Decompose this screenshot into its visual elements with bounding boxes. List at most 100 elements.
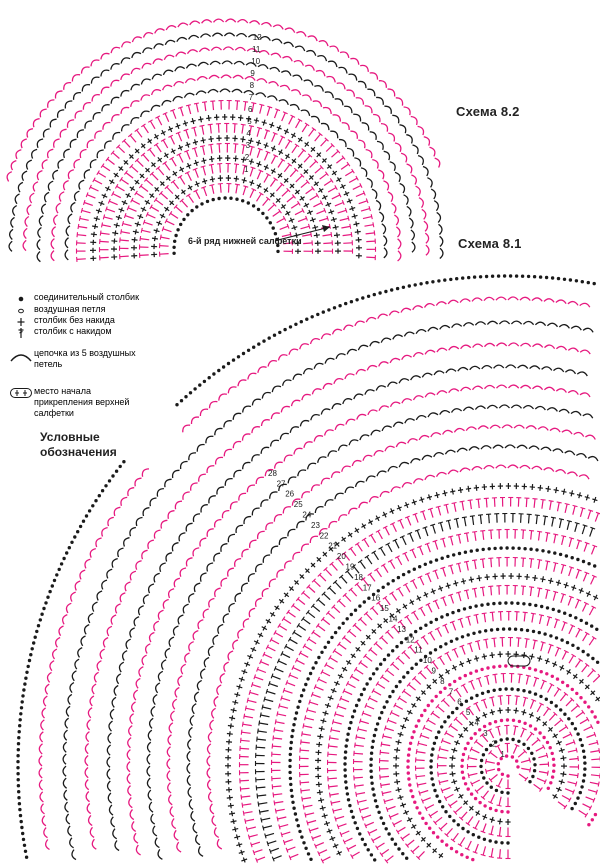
chain-stitch-mark [179, 222, 183, 227]
chain-stitch-mark [193, 387, 197, 391]
double-crochet-top [345, 569, 350, 574]
double-crochet-top [323, 207, 327, 213]
chain-arc-mark [222, 46, 234, 51]
chain-stitch-mark [84, 514, 89, 518]
chain-stitch-mark [583, 700, 587, 704]
double-crochet-mark [465, 561, 469, 571]
double-crochet-top [385, 806, 389, 812]
double-crochet-top [321, 591, 326, 596]
double-crochet-top [185, 104, 191, 107]
chain-stitch-mark [289, 788, 294, 793]
chain-stitch-mark [415, 806, 419, 810]
chain-arc-mark [534, 321, 547, 327]
double-crochet-top [491, 637, 497, 640]
double-crochet-mark [211, 184, 215, 194]
double-crochet-mark [415, 759, 425, 762]
double-crochet-mark [423, 726, 433, 732]
double-crochet-top [273, 665, 277, 671]
chain-arc-mark [570, 325, 582, 331]
attach-start-mark [507, 655, 531, 667]
chain-arc-mark [540, 446, 552, 452]
double-crochet-mark [270, 155, 277, 164]
double-crochet-top [202, 101, 208, 103]
double-crochet-mark [463, 517, 467, 527]
double-crochet-mark [262, 198, 269, 206]
double-crochet-mark [267, 840, 277, 845]
double-crochet-mark [338, 600, 346, 608]
chain-arc-mark [84, 742, 90, 755]
chain-stitch-mark [419, 658, 423, 662]
chain-stitch-mark [406, 753, 411, 757]
double-crochet-mark [112, 152, 120, 159]
chain-arc-mark [219, 88, 231, 93]
double-crochet-mark [499, 849, 501, 859]
chain-arc-mark [480, 445, 492, 450]
chain-stitch-mark [469, 671, 473, 675]
double-crochet-top [82, 199, 86, 206]
single-crochet-bar [438, 853, 444, 858]
chain-stitch-mark [516, 601, 520, 605]
double-crochet-top [396, 586, 401, 591]
double-crochet-mark [592, 675, 600, 683]
chain-stitch-mark [407, 777, 411, 781]
row-number-bottom: 21 [328, 542, 337, 551]
chain-arc-mark [70, 201, 76, 213]
double-crochet-top [149, 171, 154, 176]
double-crochet-top [327, 784, 330, 790]
chain-arc-mark [338, 138, 347, 148]
chain-stitch-mark [349, 809, 354, 814]
chain-stitch-mark [368, 677, 372, 681]
double-crochet-top [191, 126, 197, 129]
double-crochet-mark [474, 820, 480, 829]
chain-stitch-mark [346, 732, 350, 736]
chain-stitch-mark [578, 790, 582, 795]
double-crochet-mark [558, 519, 562, 529]
double-crochet-mark [279, 705, 289, 709]
chain-arc-mark [360, 167, 368, 178]
chain-arc-mark [154, 28, 165, 34]
chain-arc-mark [150, 705, 156, 717]
double-crochet-mark [359, 661, 368, 669]
chain-arc-mark [6, 171, 13, 182]
chain-arc-mark [336, 82, 346, 90]
double-crochet-top [294, 143, 300, 148]
chain-arc-mark [73, 190, 80, 202]
chain-arc-mark [127, 737, 132, 749]
double-crochet-mark [429, 810, 439, 817]
chain-arc-mark [223, 661, 229, 673]
double-crochet-top [383, 725, 387, 731]
double-crochet-mark [271, 133, 276, 142]
chain-arc-mark [546, 322, 559, 328]
chain-arc-mark [371, 188, 378, 200]
chain-stitch-mark [507, 627, 512, 631]
chain-arc-mark [106, 568, 113, 579]
double-crochet-top [306, 820, 309, 826]
single-crochet-bar [165, 176, 171, 181]
double-crochet-top [354, 541, 360, 546]
single-crochet-bar [228, 795, 231, 801]
double-crochet-mark [300, 225, 310, 230]
chain-stitch-mark [463, 673, 467, 678]
chain-arc-mark [270, 52, 282, 58]
legend-label: столбик без накида [34, 315, 115, 325]
chain-stitch-mark [283, 327, 287, 332]
chain-stitch-mark [298, 829, 302, 834]
double-crochet-mark [419, 546, 424, 556]
chain-arc-mark [167, 782, 172, 794]
single-crochet-bar [555, 581, 562, 585]
chain-arc-mark [280, 405, 291, 413]
chain-arc-mark [427, 412, 439, 418]
single-crochet-bar [382, 512, 388, 517]
double-crochet-mark [355, 192, 365, 198]
double-crochet-mark [284, 839, 293, 844]
chain-stitch-mark [17, 736, 21, 740]
double-crochet-top [315, 597, 321, 602]
chain-arc-mark [362, 454, 373, 461]
double-crochet-top [142, 219, 146, 225]
double-crochet-mark [564, 503, 568, 514]
chain-arc-mark [347, 507, 358, 515]
double-crochet-mark [498, 826, 502, 837]
double-crochet-mark [411, 549, 417, 559]
chain-stitch-mark [23, 682, 27, 686]
double-crochet-top [324, 137, 329, 142]
